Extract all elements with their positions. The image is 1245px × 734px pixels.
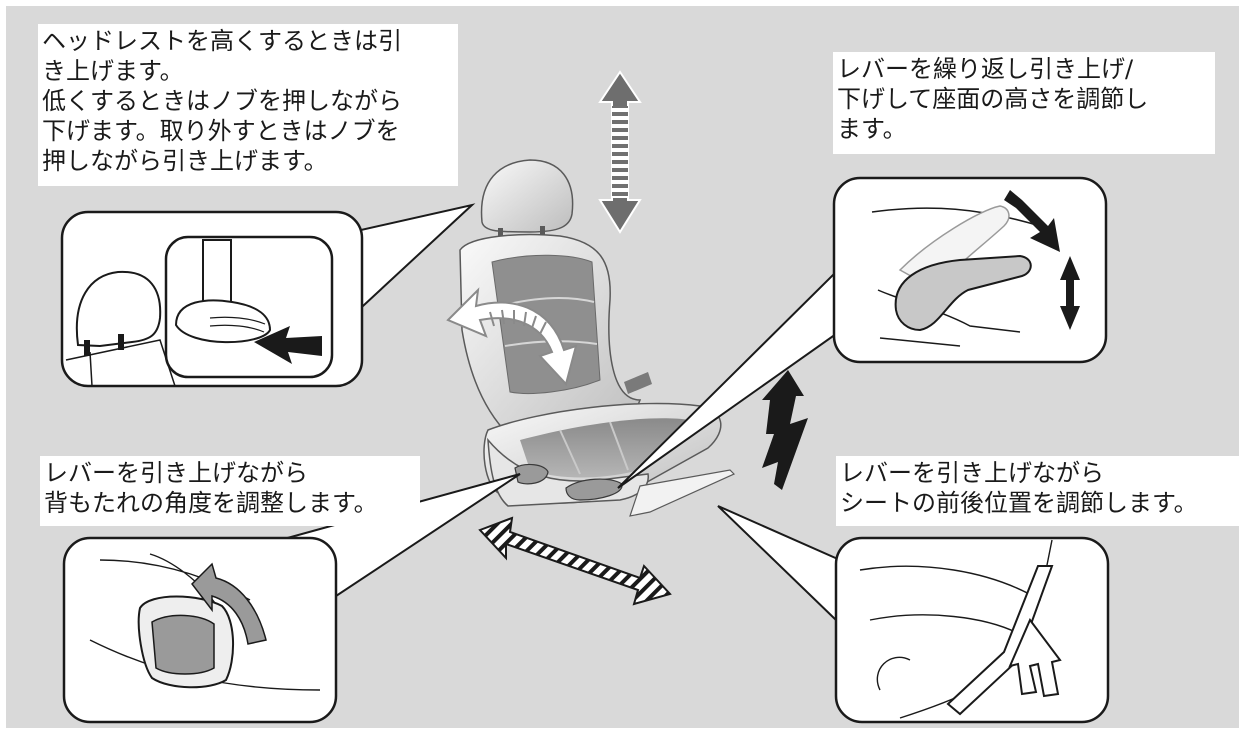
knob-grip-lines xyxy=(209,316,266,333)
headrest-up-down-arrow xyxy=(598,70,642,234)
seat-headrest xyxy=(480,159,574,233)
seat-cushion-insert xyxy=(520,418,690,478)
seat-slide-arrow xyxy=(478,516,672,606)
headrest-post-left xyxy=(84,340,90,356)
cushion-stitch-lines xyxy=(559,421,629,475)
slide-lever-pull-arrow-icon xyxy=(1008,618,1062,698)
seat-height-caption: レバーを繰り返し引き上げ/ 下げして座面の高さを調節し ます。 xyxy=(833,52,1215,154)
seat-rail xyxy=(629,469,736,517)
slide-lever-callout xyxy=(717,505,1110,724)
push-knob-arrow-icon xyxy=(254,326,322,364)
height-lever-down-arrow-icon xyxy=(1060,256,1080,330)
headrest-knob-icon xyxy=(174,299,272,344)
headrest-callout xyxy=(60,203,476,388)
headrest-silhouette-icon xyxy=(75,270,162,348)
seatback-top-lines xyxy=(65,339,176,387)
recline-lever-handle xyxy=(151,614,215,675)
headrest-stay-icon xyxy=(202,239,232,303)
height-lever-callout xyxy=(617,176,1108,489)
seat-headrest-post-left xyxy=(498,228,503,242)
slide-arrow-body xyxy=(478,516,672,606)
height-lever-detail-icon xyxy=(894,254,1032,332)
headrest-post-right xyxy=(118,334,124,350)
recline-lever-callout xyxy=(62,473,521,724)
backrest-recline-caption: レバーを引き上げながら 背もたれの角度を調整します。 xyxy=(40,456,420,526)
seatbelt-buckle-icon xyxy=(624,372,652,394)
recline-arrow-stripes xyxy=(489,309,547,335)
height-arrow-icon xyxy=(762,370,808,490)
recline-lever-icon xyxy=(514,463,549,485)
seat-slide-caption: レバーを引き上げながら シートの前後位置を調節します。 xyxy=(836,456,1240,526)
headrest-caption: ヘッドレストを高くするときは引 き上げます。 低くするときはノブを押しながら 下… xyxy=(38,24,458,186)
height-lever-up-arrow-icon xyxy=(1004,190,1060,252)
slide-lever-bar-icon xyxy=(946,565,1054,716)
headrest-arrow-stripes xyxy=(612,106,628,198)
seat-headrest-post-right xyxy=(540,226,545,240)
seat-height-zigzag-arrow xyxy=(762,370,808,490)
height-lever-icon xyxy=(565,478,623,501)
recline-lever-pull-arrow-icon xyxy=(191,562,267,645)
recline-curved-arrow xyxy=(446,287,578,387)
slide-panel-foot-line xyxy=(876,656,911,691)
